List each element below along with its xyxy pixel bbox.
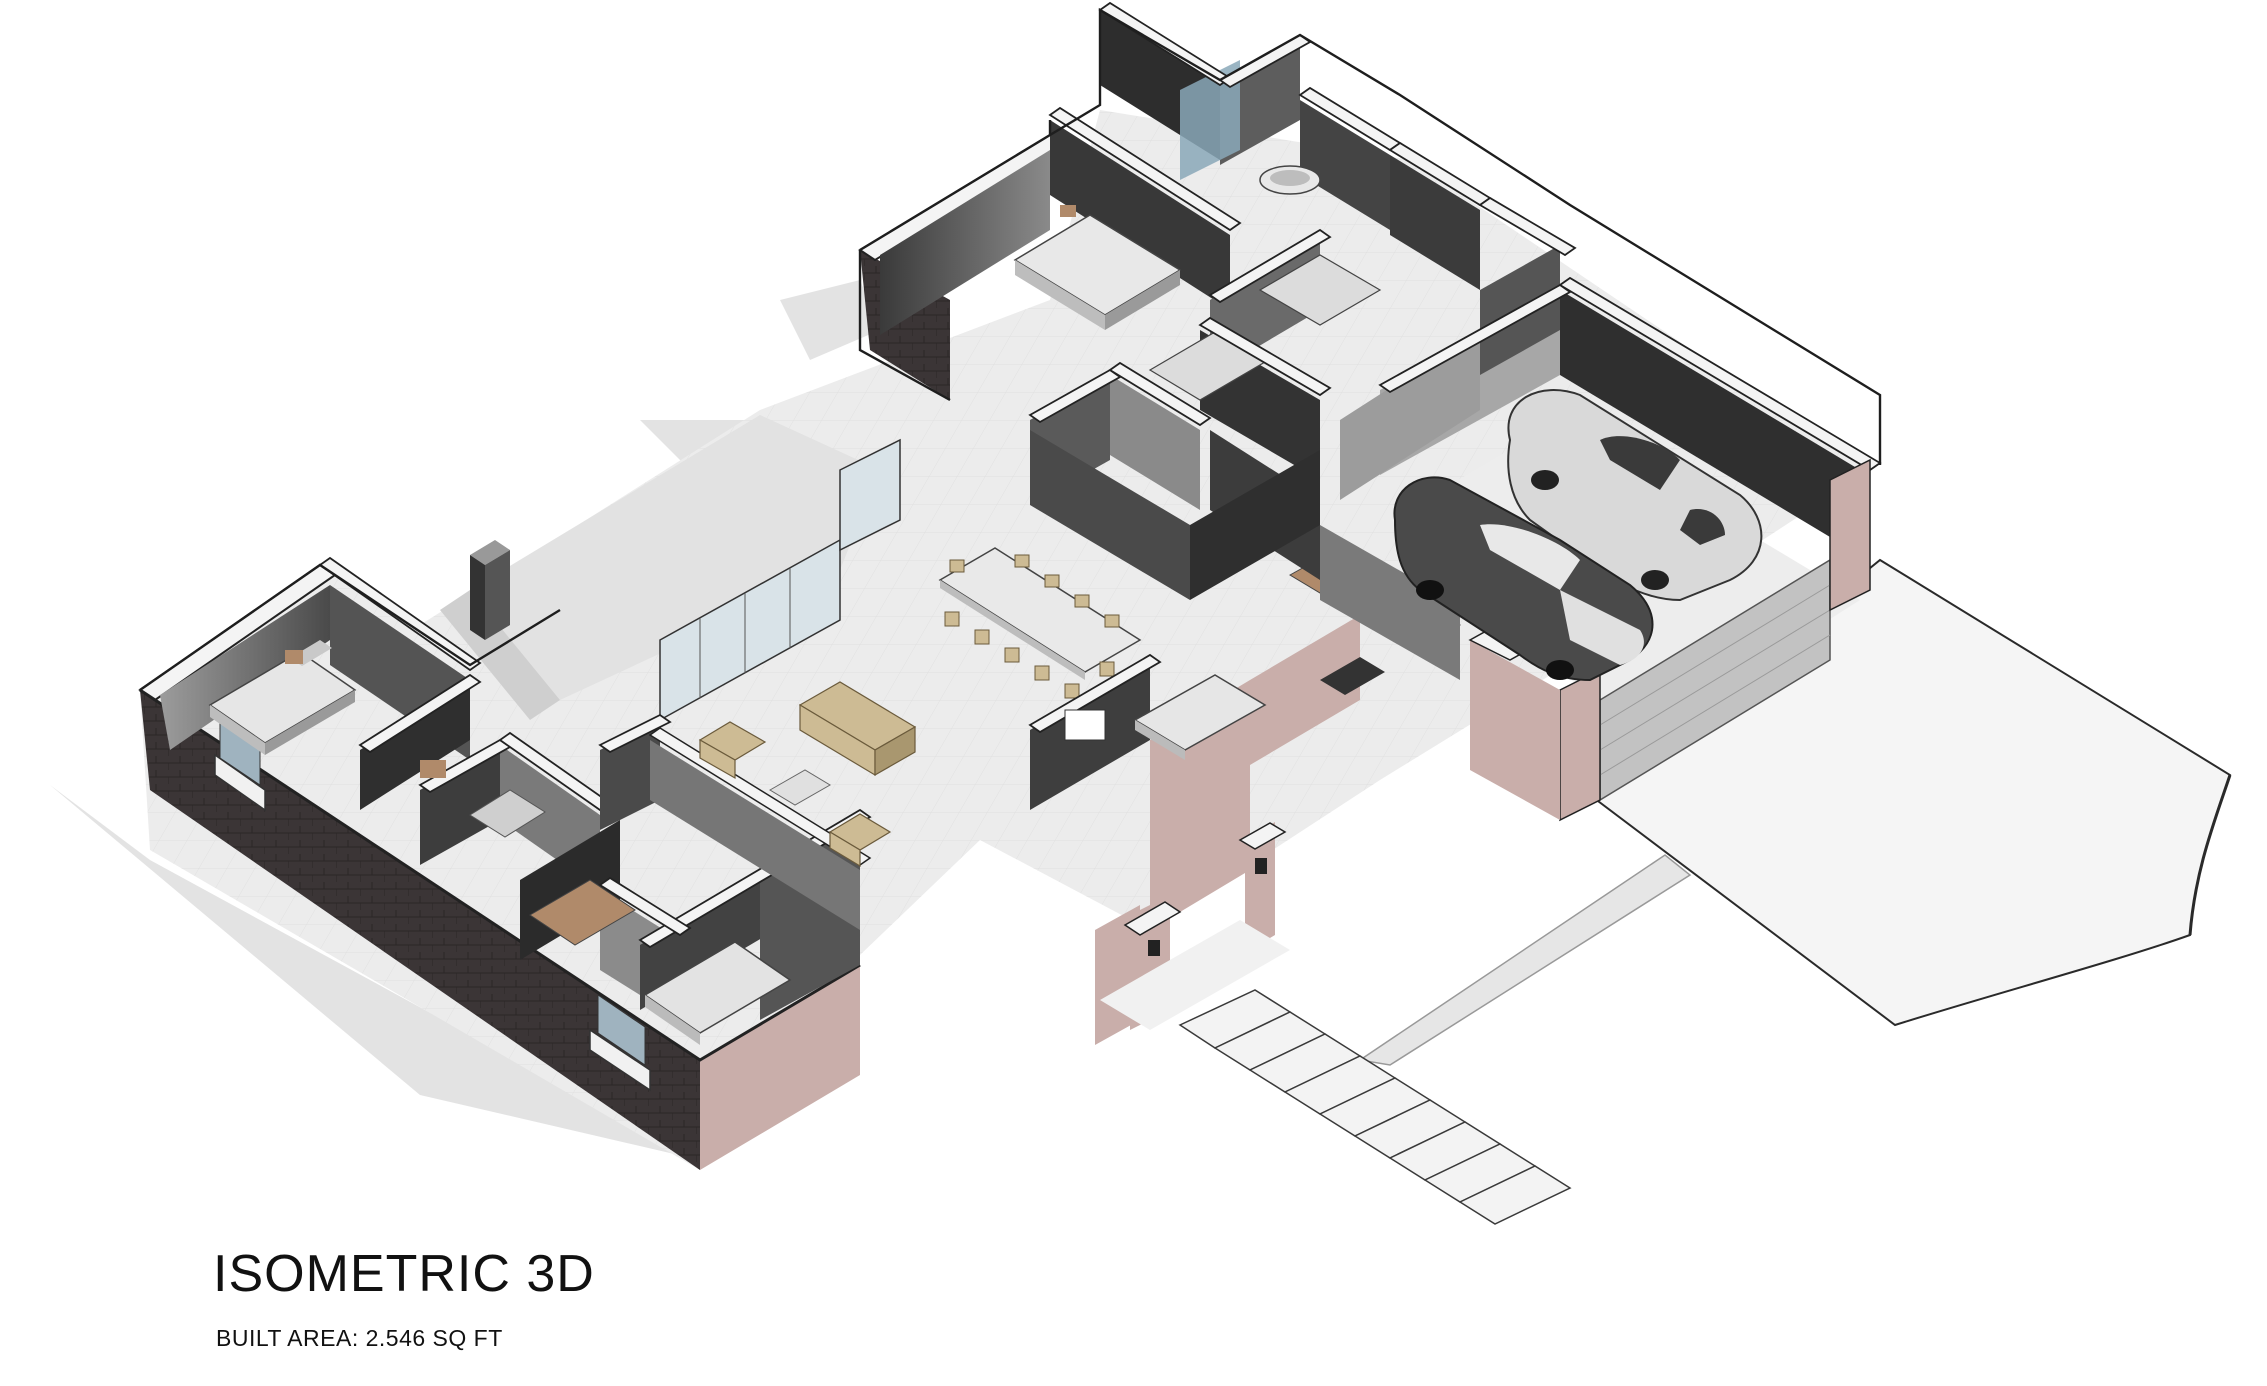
bathtub-icon (1259, 165, 1321, 195)
ramp (1358, 854, 1692, 1066)
pickup-truck-icon (1393, 476, 1654, 682)
bed-icon (1013, 214, 1182, 330)
living-dining-area (598, 438, 1142, 930)
bed-icon (643, 941, 792, 1045)
garage (1340, 196, 1882, 822)
dining-table-icon (938, 547, 1142, 699)
wall-outlines (139, 7, 1882, 691)
built-area-label: BUILT AREA: 2.546 SQ FT (216, 1325, 503, 1351)
sofa-icon (698, 681, 917, 868)
front-steps (1178, 989, 1572, 1225)
master-wing (858, 1, 1492, 680)
front-entry (1095, 822, 1290, 1045)
grill-icon (470, 540, 510, 640)
bed-icon (208, 640, 357, 755)
bedroom-left (208, 640, 357, 755)
bedroom-bottom (529, 879, 792, 1045)
bathroom-left (420, 760, 546, 838)
drawing-title: ISOMETRIC 3D (213, 1245, 595, 1303)
